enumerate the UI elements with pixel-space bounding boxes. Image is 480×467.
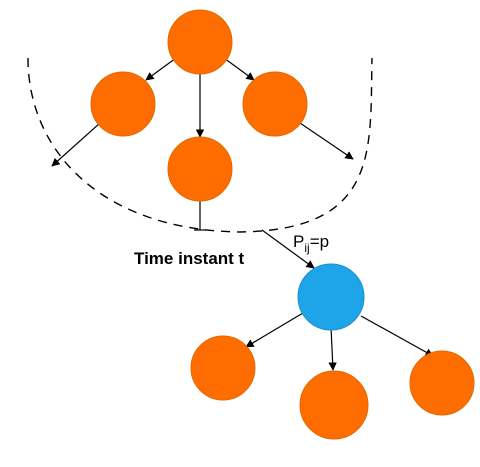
node-bottom-middle xyxy=(299,370,369,440)
time-instant-label: Time instant t xyxy=(134,249,245,268)
edge-to-blue-node xyxy=(261,229,315,269)
edge-blue-to-right xyxy=(360,315,434,357)
time-boundary-dashed-arc xyxy=(27,57,373,233)
probability-label: Pij=p xyxy=(293,232,329,255)
node-blue-active xyxy=(297,263,365,331)
edge-left-to-outside xyxy=(51,122,101,167)
edge-root-to-right xyxy=(223,57,255,81)
edge-blue-to-left xyxy=(245,312,304,348)
probability-base: P xyxy=(293,232,304,251)
edge-blue-to-middle xyxy=(328,326,337,371)
edge-root-to-left xyxy=(145,57,177,81)
node-middle xyxy=(167,136,233,202)
probability-value: =p xyxy=(310,232,329,251)
node-root xyxy=(167,9,233,75)
probability-subscript: ij xyxy=(304,241,309,255)
node-bottom-right xyxy=(409,350,475,416)
edge-right-to-outside xyxy=(299,122,354,160)
node-left xyxy=(90,71,156,137)
node-right xyxy=(242,71,308,137)
node-bottom-left xyxy=(190,335,256,401)
